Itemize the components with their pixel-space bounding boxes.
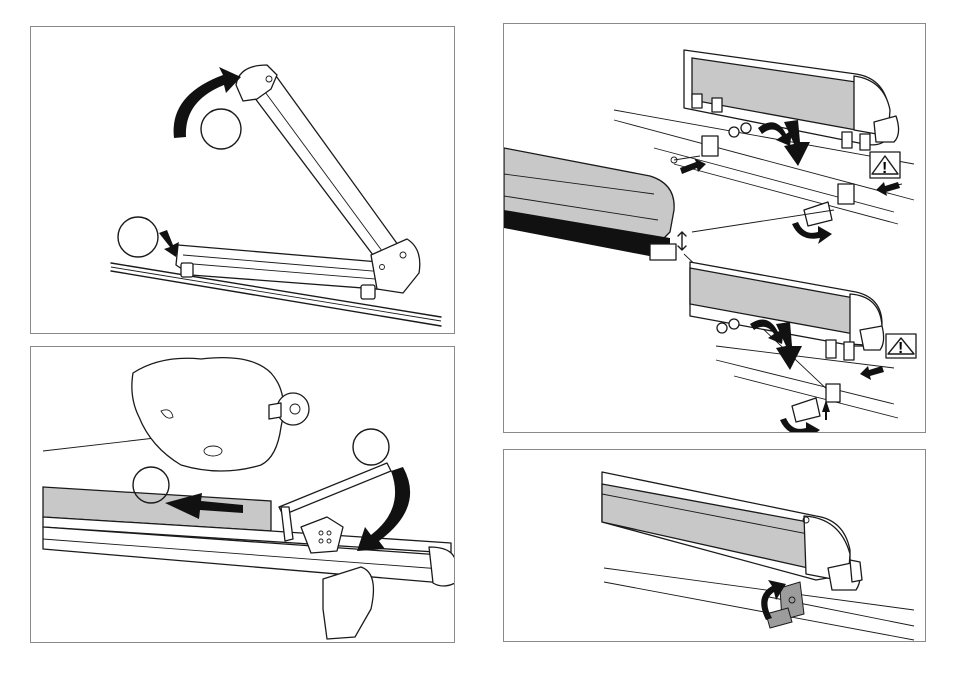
rotate-up-arrow [174,67,241,138]
roof-bar-1 [604,568,914,610]
panel-insert-key [30,346,455,643]
up-arrow-small-bottom [822,400,830,420]
step-circle-2 [201,109,241,149]
panel-tighten-clamp [503,449,926,642]
open-carrier-illustration [31,27,455,334]
warning-mark-top: ! [882,160,887,177]
insert-key-illustration [31,347,455,643]
washer-bottom-2 [729,319,739,329]
mount-on-bars-illustration: ! [504,24,926,433]
carrier-profile [43,487,455,586]
bracket-bottom [826,384,840,402]
step-circle-1 [118,217,158,257]
clamp-plate-bottom [792,398,820,422]
washer-bottom-1 [717,323,727,333]
tighten-clamp-illustration [504,450,926,642]
roof-bar-bottom-2 [716,360,894,404]
panel-mount-on-bars: ! [503,23,926,433]
press-down-arrow [159,230,179,257]
panel-open-carrier [30,26,455,334]
gap-indicator [678,232,686,250]
hand-outline [132,358,284,471]
push-arrow-right-top [876,182,900,196]
warning-sign-top: ! [870,152,900,178]
roof-bar-top-4 [674,164,898,224]
warning-mark-bottom: ! [898,340,903,357]
foot-bracket [323,567,373,639]
carrier [602,472,862,590]
washer-top-2 [741,123,751,133]
warning-sign-bottom: ! [886,334,916,358]
washer-top-1 [729,127,739,137]
roof-bar-2 [604,582,914,640]
bracket-left-top [702,136,718,156]
bracket-right-top [838,184,854,204]
push-arrow-right-bottom [860,366,884,380]
step-circle-2 [353,429,389,465]
profile-cross-section [504,148,676,260]
